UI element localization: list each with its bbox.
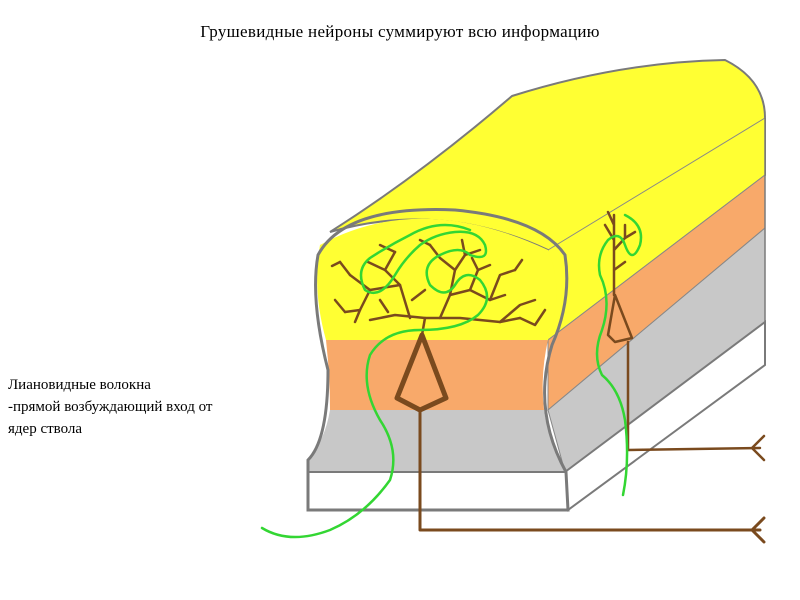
caption-line-2: -прямой возбуждающий вход от — [8, 399, 213, 415]
climbing-fiber-front — [260, 223, 489, 539]
purkinje-axon — [418, 408, 762, 532]
side-dendrites — [603, 210, 637, 297]
side-soma — [606, 293, 634, 344]
climbing-fiber-side — [595, 213, 643, 497]
front-outline — [306, 208, 570, 512]
caption-line-1: Лиановидные волокна — [8, 377, 151, 393]
caption-line-3: ядер ствола — [8, 421, 83, 437]
axon-terminal-1 — [750, 516, 766, 544]
granular-layer-front — [308, 410, 566, 472]
axon-terminal-2 — [750, 434, 766, 462]
molecular-layer-front — [317, 218, 557, 340]
page-title: Грушевидные нейроны суммируют всю информ… — [200, 22, 600, 41]
climbing-fiber-caption: Лиановидные волокна -прямой возбуждающий… — [8, 374, 308, 440]
white-matter-front — [308, 472, 568, 510]
